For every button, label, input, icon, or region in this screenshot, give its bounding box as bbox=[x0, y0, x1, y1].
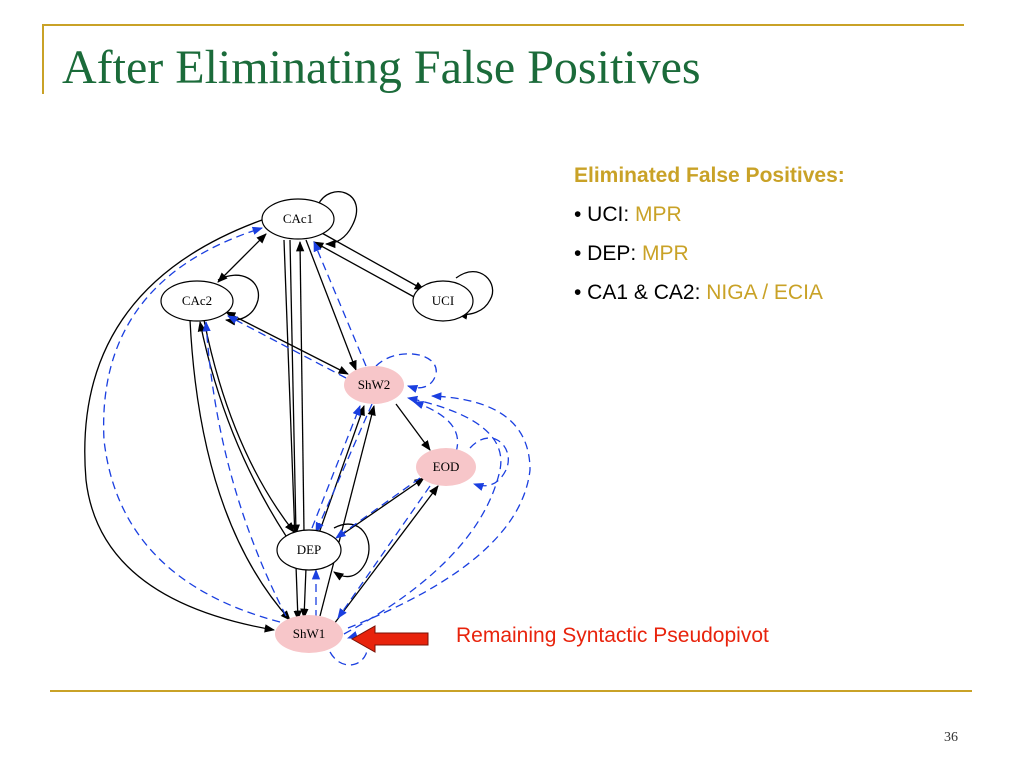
node-uci: UCI bbox=[412, 280, 474, 322]
dashed-loop-shw2 bbox=[375, 353, 437, 393]
edge-cac1-shw1-outer bbox=[84, 219, 276, 633]
bullet-ca-label: • CA1 & CA2: bbox=[574, 281, 707, 304]
node-shw2-label: ShW2 bbox=[358, 377, 391, 392]
edge-dep-cac1 bbox=[295, 240, 305, 533]
node-cac1-label: CAc1 bbox=[283, 211, 313, 226]
node-dep-label: DEP bbox=[297, 542, 322, 557]
node-cac2-label: CAc2 bbox=[182, 293, 212, 308]
edge-cac1-uci bbox=[319, 231, 425, 291]
bullet-dep-label: • DEP: bbox=[574, 242, 643, 265]
bullet-uci: • UCI: MPR bbox=[574, 203, 994, 227]
top-rule bbox=[42, 24, 964, 26]
bullet-uci-label: • UCI: bbox=[574, 203, 636, 226]
bullet-dep-value: MPR bbox=[642, 242, 689, 265]
callout-arrow-icon bbox=[350, 625, 429, 653]
bullet-dep: • DEP: MPR bbox=[574, 242, 994, 266]
left-rule bbox=[42, 24, 44, 94]
node-cac1: CAc1 bbox=[261, 198, 335, 240]
dashed-eod-dep bbox=[335, 477, 421, 539]
bottom-rule bbox=[50, 690, 972, 692]
dashed-shw1-cac2 bbox=[202, 320, 287, 617]
edge-shw1-eod bbox=[333, 485, 439, 625]
loop-cac1 bbox=[317, 191, 358, 249]
remaining-pseudopivot-label: Remaining Syntactic Pseudopivot bbox=[456, 624, 769, 647]
edge-shw1-shw2 bbox=[319, 404, 376, 617]
node-shw2: ShW2 bbox=[344, 366, 404, 404]
node-cac2: CAc2 bbox=[160, 280, 234, 322]
slide-number: 36 bbox=[944, 730, 958, 745]
edge-cac1-dep-a bbox=[289, 239, 300, 536]
dashed-edges bbox=[102, 226, 531, 666]
edge-dep-shw2 bbox=[317, 405, 365, 537]
node-eod-label: EOD bbox=[433, 459, 460, 474]
node-shw1: ShW1 bbox=[275, 615, 343, 653]
bullet-ca: • CA1 & CA2: NIGA / ECIA bbox=[574, 281, 994, 305]
node-shw1-label: ShW1 bbox=[293, 626, 326, 641]
panel-heading: Eliminated False Positives: bbox=[574, 164, 845, 187]
dashed-eod-shw2 bbox=[413, 401, 459, 453]
dashed-loop-eod bbox=[469, 437, 509, 491]
eliminated-panel: Eliminated False Positives: • UCI: MPR •… bbox=[574, 164, 994, 320]
dashed-shw1-shw2-outer bbox=[347, 392, 531, 629]
edge-cac2-shw1 bbox=[189, 319, 291, 621]
dashed-shw2-dep bbox=[315, 403, 373, 533]
node-dep: DEP bbox=[276, 529, 342, 571]
dashed-shw1-cac1-outer bbox=[102, 226, 281, 623]
edge-cac1-shw2 bbox=[305, 239, 357, 371]
edge-cac2-dep bbox=[203, 319, 295, 533]
loop-cac2 bbox=[217, 274, 260, 326]
loop-uci bbox=[455, 271, 494, 320]
dashed-eod-shw1 bbox=[337, 485, 431, 619]
loop-dep bbox=[333, 523, 370, 581]
edge-dep-eod bbox=[339, 477, 425, 537]
bullet-uci-value: MPR bbox=[635, 203, 682, 226]
edge-dep-shw1 bbox=[300, 567, 309, 620]
dashed-shw2-cac2 bbox=[227, 315, 347, 379]
edge-cac1-cac2 bbox=[217, 233, 267, 283]
slide-title: After Eliminating False Positives bbox=[62, 41, 701, 94]
dashed-shw2-cac1 bbox=[313, 241, 367, 367]
node-uci-label: UCI bbox=[432, 293, 454, 308]
edge-uci-cac1 bbox=[313, 241, 417, 299]
dashed-dep-shw2 bbox=[311, 405, 361, 529]
bullet-ca-value: NIGA / ECIA bbox=[706, 281, 823, 304]
solid-edges bbox=[84, 191, 494, 633]
node-eod: EOD bbox=[416, 448, 476, 486]
edge-dep-cac2 bbox=[197, 320, 287, 537]
edge-shw2-eod bbox=[395, 403, 431, 451]
edge-cac2-shw2 bbox=[225, 311, 349, 375]
